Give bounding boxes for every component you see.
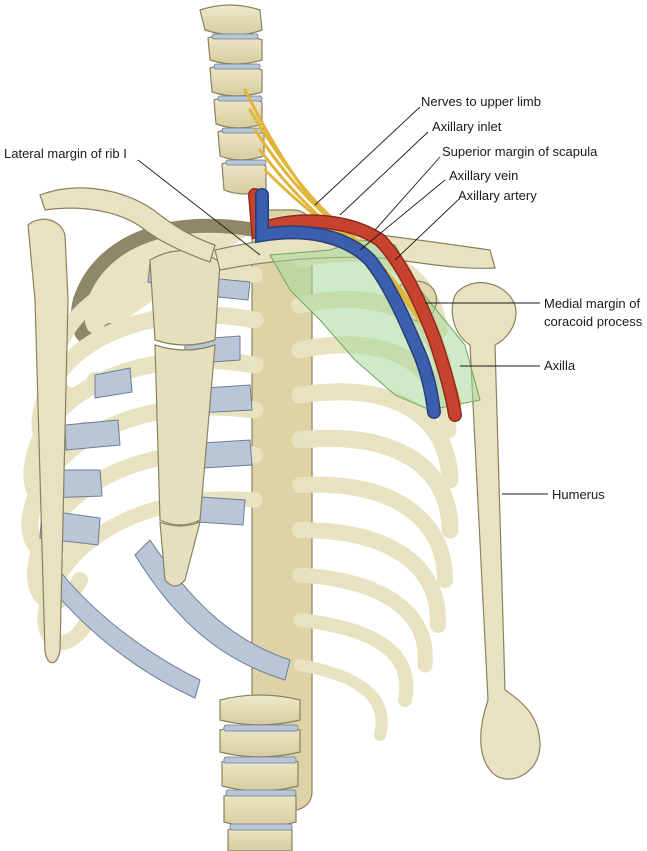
- label-nerves-to-upper-limb: Nerves to upper limb: [421, 94, 541, 109]
- axillary-artery-vessel: [248, 188, 462, 422]
- axillary-vein-vessel: [255, 188, 441, 419]
- label-humerus: Humerus: [552, 487, 605, 502]
- sternum: [149, 249, 221, 587]
- label-medial-margin-coracoid-line1: Medial margin of: [544, 296, 641, 311]
- label-axillary-artery: Axillary artery: [458, 188, 537, 203]
- label-medial-margin-coracoid-line2: coracoid process: [544, 314, 643, 329]
- label-axilla: Axilla: [544, 358, 576, 373]
- label-axillary-inlet: Axillary inlet: [432, 119, 502, 134]
- humerus: [451, 282, 541, 780]
- label-lateral-margin-rib-1: Lateral margin of rib I: [4, 146, 127, 161]
- intervertebral-discs: [211, 33, 299, 831]
- label-superior-margin-scapula: Superior margin of scapula: [442, 144, 598, 159]
- label-axillary-vein: Axillary vein: [449, 168, 519, 183]
- left-of-image-humerus: [27, 218, 69, 664]
- leader-lines: [137, 106, 548, 495]
